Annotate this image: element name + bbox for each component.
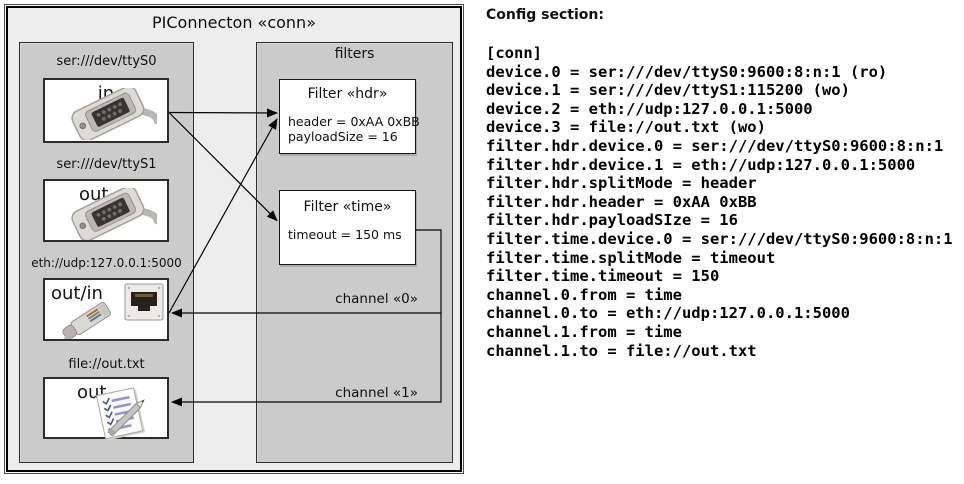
config-line: filter.hdr.device.0 = ser:///dev/ttyS0:9… <box>486 136 944 155</box>
filter-box-time: Filter «time» timeout = 150 ms <box>279 190 416 265</box>
config-line: device.0 = ser:///dev/ttyS0:9600:8:n:1 (… <box>486 62 888 81</box>
config-line: filter.hdr.splitMode = header <box>486 174 757 193</box>
config-line: device.3 = file://out.txt (wo) <box>486 118 766 137</box>
device-uri-label: eth://udp:127.0.0.1:5000 <box>31 256 182 270</box>
config-line: filter.hdr.header = 0xAA 0xBB <box>486 192 757 211</box>
config-text-block: [conn] device.0 = ser:///dev/ttyS0:9600:… <box>486 44 964 360</box>
device-box-eth: out/in <box>43 278 169 341</box>
config-line: filter.time.splitMode = timeout <box>486 248 776 267</box>
config-line: channel.0.from = time <box>486 285 682 304</box>
filter-property: header = 0xAA 0xBB <box>288 114 420 129</box>
channel-0-label: channel «0» <box>335 291 418 307</box>
filter-property: timeout = 150 ms <box>288 227 402 242</box>
config-line: filter.hdr.device.1 = eth://udp:127.0.0.… <box>486 155 916 174</box>
device-uri-label: ser:///dev/ttyS0 <box>56 54 157 69</box>
config-section-heading: Config section: <box>486 7 604 23</box>
notepad-icon <box>95 387 146 441</box>
device-box-ttyS1: out <box>43 179 169 242</box>
device-direction-label: out/in <box>51 283 103 304</box>
config-line: channel.1.from = time <box>486 322 682 341</box>
device-box-ttyS0: in <box>43 78 169 143</box>
config-line: channel.1.to = file://out.txt <box>486 341 757 360</box>
filter-box-hdr: Filter «hdr» header = 0xAA 0xBB payloadS… <box>279 79 420 154</box>
ethernet-connector-icon <box>62 283 164 339</box>
serial-connector-icon <box>71 88 157 140</box>
filters-panel-label: filters <box>334 46 375 62</box>
config-line: channel.0.to = eth://udp:127.0.0.1:5000 <box>486 304 850 323</box>
filter-property: payloadSize = 16 <box>288 129 398 144</box>
config-line: filter.time.device.0 = ser:///dev/ttyS0:… <box>486 229 953 248</box>
config-line: device.2 = eth://udp:127.0.0.1:5000 <box>486 99 813 118</box>
device-uri-label: ser:///dev/ttyS1 <box>56 157 157 172</box>
filter-title: Filter «hdr» <box>307 86 388 102</box>
config-line: [conn] <box>486 44 542 62</box>
diagram-title: PIConnecton «conn» <box>152 13 316 32</box>
serial-connector-icon <box>71 188 157 240</box>
device-uri-label: file://out.txt <box>68 357 145 372</box>
channel-1-label: channel «1» <box>335 385 418 401</box>
filter-title: Filter «time» <box>303 199 392 215</box>
config-line: device.1 = ser:///dev/ttyS1:115200 (wo) <box>486 81 850 100</box>
device-box-file: out <box>43 377 169 441</box>
config-line: filter.time.timeout = 150 <box>486 267 720 286</box>
config-line: filter.hdr.payloadSIze = 16 <box>486 211 738 230</box>
